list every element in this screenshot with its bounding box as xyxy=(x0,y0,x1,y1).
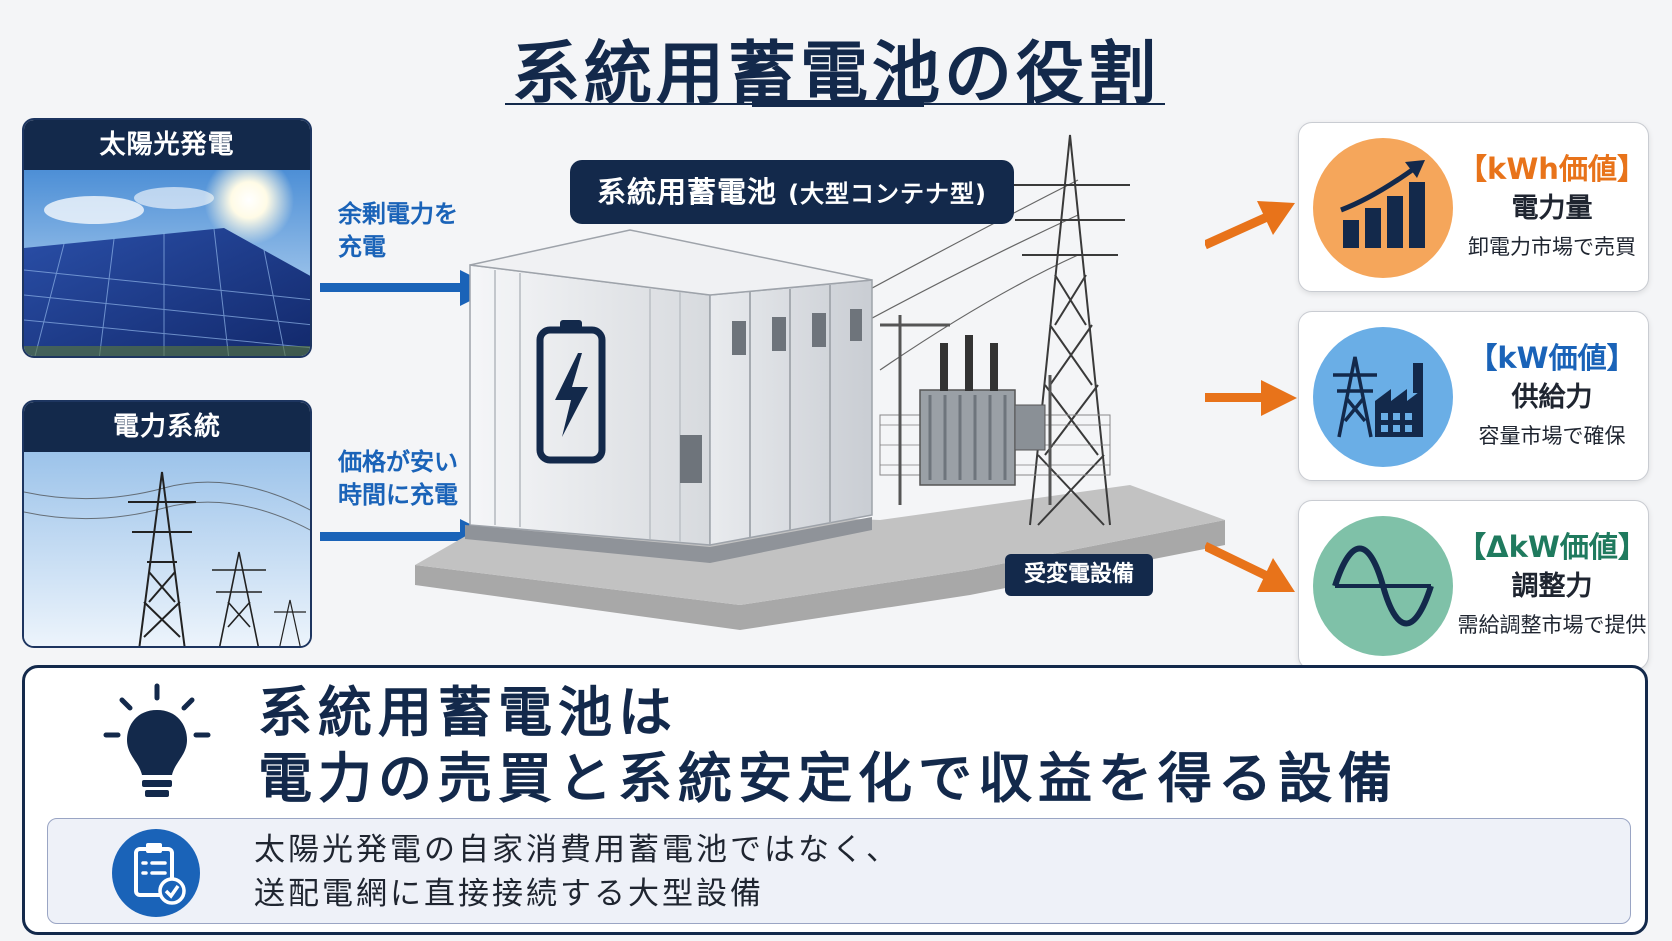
summary-note-line1: 太陽光発電の自家消費用蓄電池ではなく、 xyxy=(254,832,900,868)
arrow-to-kw-icon xyxy=(1205,380,1297,416)
value-card-kwh: 【kWh価値】 電力量 卸電力市場で売買 xyxy=(1298,122,1649,292)
value-name-kw: 供給力 xyxy=(1511,382,1593,413)
value-desc-kw: 容量市場で確保 xyxy=(1478,424,1626,448)
value-title-dkw: 【ΔkW価値】 xyxy=(1457,530,1647,564)
solar-panels-image xyxy=(24,170,310,356)
value-title-kw: 【kW価値】 xyxy=(1468,341,1636,375)
title-underline-accent xyxy=(752,100,924,107)
arrow-to-dkw-icon xyxy=(1205,541,1295,592)
battery-label: 系統用蓄電池 xyxy=(596,175,777,209)
flow-label-surplus-line2: 充電 xyxy=(338,233,386,261)
substation-transformer-icon xyxy=(879,315,1111,505)
flow-label-cheap-line2: 時間に充電 xyxy=(338,481,458,509)
arrow-to-kwh-icon xyxy=(1205,201,1295,250)
value-title-kwh: 【kWh価値】 xyxy=(1458,152,1646,186)
value-icon-circle-kwh xyxy=(1313,138,1453,278)
summary-note-line2: 送配電網に直接接続する大型設備 xyxy=(254,876,764,912)
battery-label-pill: 系統用蓄電池 (大型コンテナ型) xyxy=(570,160,1014,224)
bar-chart-up-icon xyxy=(1340,160,1425,248)
value-desc-kwh: 卸電力市場で売買 xyxy=(1468,235,1636,259)
tower-factory-icon xyxy=(1333,356,1423,438)
substation-label: 受変電設備 xyxy=(1005,554,1153,596)
value-icon-circle-dkw xyxy=(1313,516,1453,656)
summary-headline-line2: 電力の売買と系統安定化で収益を得る設備 xyxy=(258,747,1398,810)
source-card-solar: 太陽光発電 xyxy=(22,118,312,358)
summary-note-box xyxy=(47,818,1631,924)
value-name-kwh: 電力量 xyxy=(1511,193,1593,224)
battery-bolt-icon xyxy=(536,320,606,464)
lightbulb-icon xyxy=(103,683,211,797)
sine-wave-icon xyxy=(1332,545,1434,627)
value-card-kw: 【kW価値】 供給力 容量市場で確保 xyxy=(1298,311,1649,481)
source-label-solar: 太陽光発電 xyxy=(24,120,310,170)
value-card-dkw: 【ΔkW価値】 調整力 需給調整市場で提供 xyxy=(1298,500,1649,670)
flow-label-cheap-line1: 価格が安い xyxy=(338,448,458,476)
value-icon-circle-kw xyxy=(1313,327,1453,467)
clipboard-check-icon xyxy=(112,829,200,917)
battery-label-type: (大型コンテナ型) xyxy=(788,180,988,208)
flow-label-surplus: 余剰電力を 充電 xyxy=(338,198,458,264)
source-card-grid: 電力系統 xyxy=(22,400,312,648)
battery-container-illustration xyxy=(415,134,1225,630)
source-label-grid: 電力系統 xyxy=(24,402,310,452)
transmission-tower-icon xyxy=(1010,134,1130,526)
transmission-towers-image xyxy=(24,452,310,646)
value-desc-dkw: 需給調整市場で提供 xyxy=(1457,613,1647,637)
summary-note: 太陽光発電の自家消費用蓄電池ではなく、 送配電網に直接接続する大型設備 xyxy=(254,828,900,916)
summary-headline: 系統用蓄電池は 電力の売買と系統安定化で収益を得る設備 xyxy=(258,680,1398,812)
flow-label-cheap: 価格が安い 時間に充電 xyxy=(338,446,458,512)
summary-headline-line1: 系統用蓄電池は xyxy=(258,681,678,744)
flow-label-surplus-line1: 余剰電力を xyxy=(338,200,458,228)
value-name-dkw: 調整力 xyxy=(1511,571,1593,602)
